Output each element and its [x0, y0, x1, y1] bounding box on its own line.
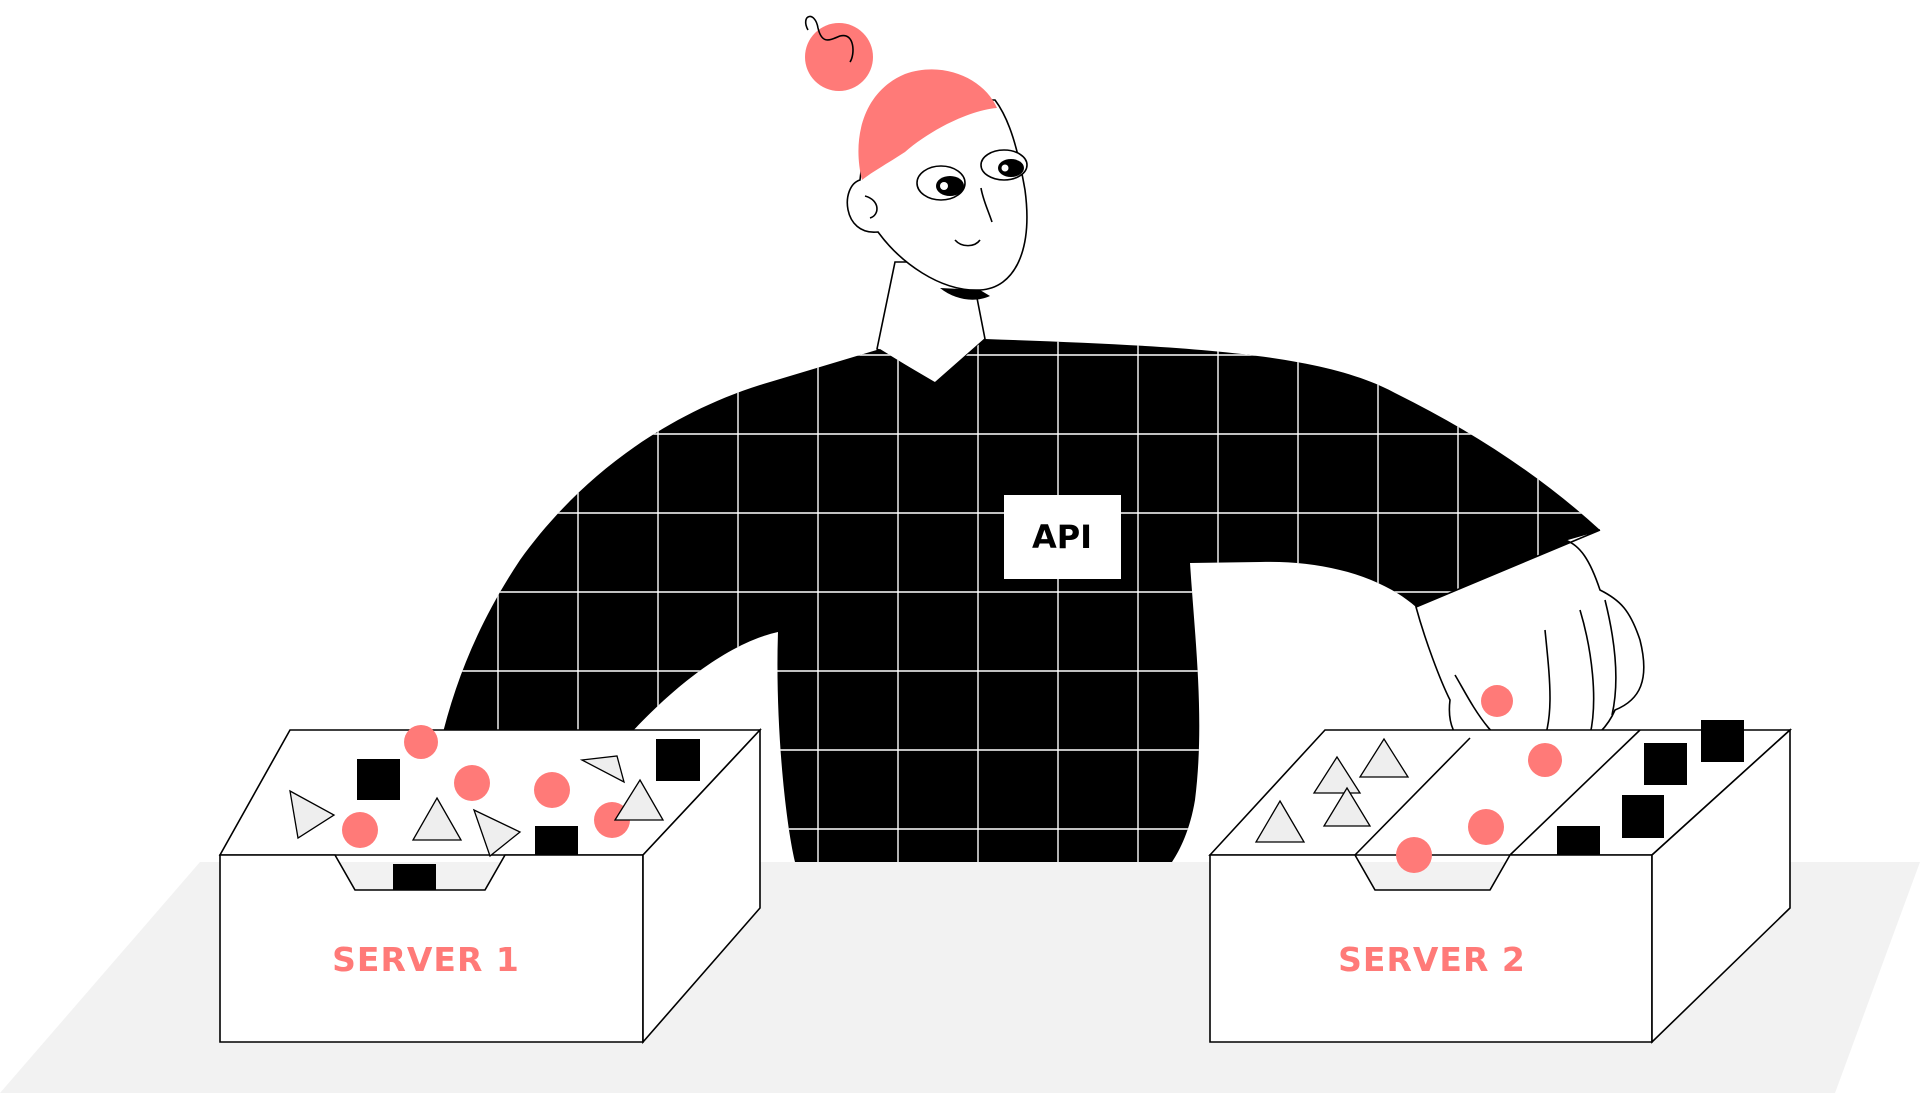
- right-eye: [980, 149, 1028, 181]
- server-1-label: SERVER 1: [332, 940, 520, 979]
- left-eye: [916, 165, 966, 201]
- hair-bun: [805, 23, 873, 91]
- api-badge-text: API: [1032, 518, 1092, 556]
- head: [804, 15, 1028, 300]
- server-2-items: [1254, 720, 1744, 873]
- server-1-box: SERVER 1: [218, 725, 762, 1045]
- hair: [858, 69, 997, 180]
- held-ball: [1481, 685, 1513, 717]
- right-hand: [1415, 529, 1645, 761]
- api-badge: API: [1004, 495, 1121, 579]
- server-2-label: SERVER 2: [1338, 940, 1526, 979]
- server-1-items: [289, 725, 700, 893]
- server-2-box: SERVER 2: [1208, 720, 1793, 1044]
- smile: [954, 239, 981, 247]
